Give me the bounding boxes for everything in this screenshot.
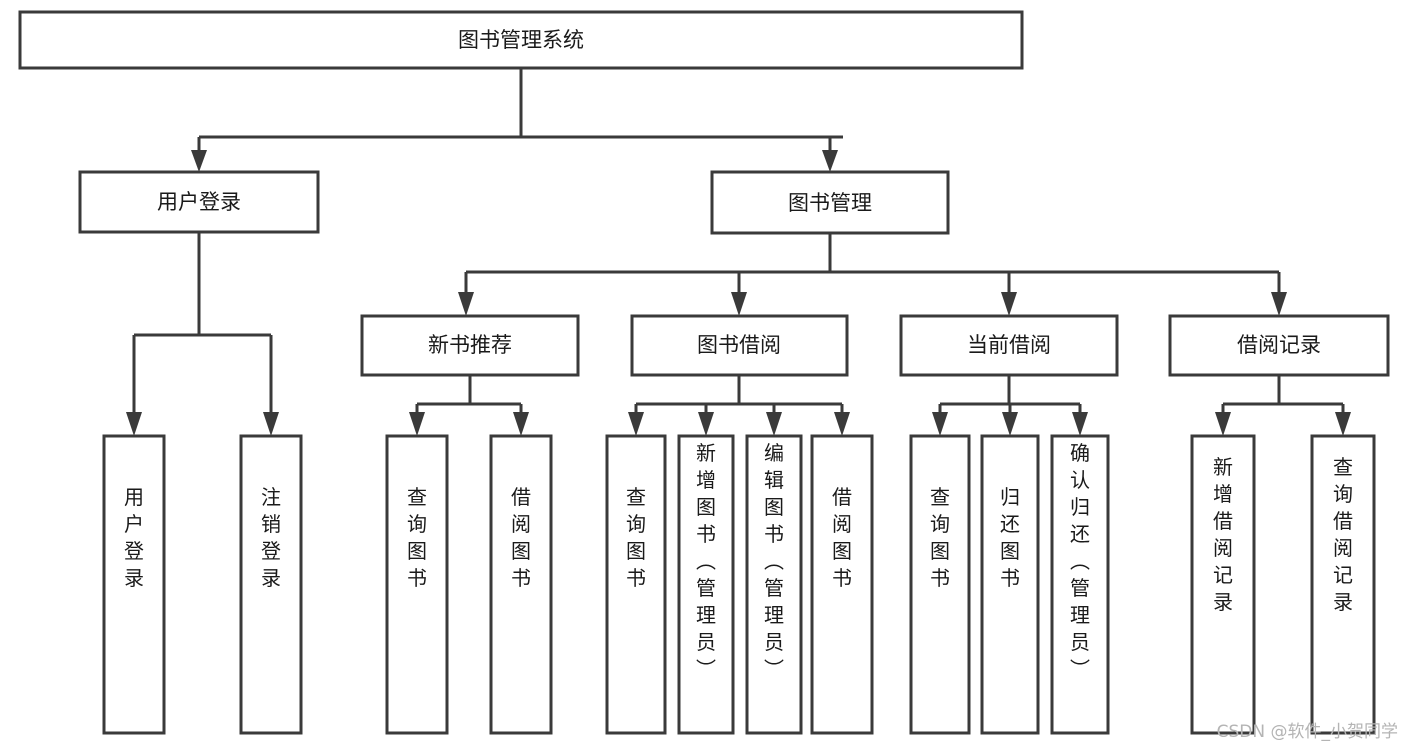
node-leaf-query-book-2-label: 查询图书 [626, 485, 646, 590]
node-leaf-edit-book-label: 编辑图书︵管理员︶ [764, 441, 784, 681]
node-leaf-add-book-label: 新增图书︵管理员︶ [696, 441, 716, 681]
arrowhead-leaf-add-record [1215, 412, 1231, 436]
arrowhead-leaf-borrow-book-2 [834, 412, 850, 436]
arrowhead-leaf-confirm-return [1072, 412, 1088, 436]
node-leaf-user-logout-label: 注销登录 [261, 485, 281, 590]
node-new-book-recommend-label: 新书推荐 [428, 333, 512, 357]
node-new-book-recommend-box[interactable] [360, 314, 580, 377]
node-leaf-user-login-box[interactable] [102, 434, 166, 735]
connector-group-new-book-recommend [409, 375, 529, 436]
arrowhead-leaf-user-login [126, 412, 142, 436]
arrowhead-leaf-borrow-book-1 [513, 412, 529, 436]
node-leaf-confirm-return-label: 确认归还︵管理员︶ [1070, 441, 1090, 681]
node-root[interactable]: 图书管理系统 [18, 10, 1024, 70]
arrowhead-new-book-recommend [458, 292, 474, 316]
node-leaf-return-book-label: 归还图书 [1000, 485, 1020, 590]
node-current-borrow-box[interactable] [899, 314, 1119, 377]
node-leaf-edit-book[interactable]: 编辑图书︵管理员︶ [745, 434, 803, 735]
node-borrow-record-label: 借阅记录 [1237, 333, 1321, 357]
node-leaf-query-book-1[interactable]: 查询图书 [385, 434, 449, 735]
node-leaf-user-login[interactable]: 用户登录 [102, 434, 166, 735]
connector-group-book-borrow [628, 375, 850, 436]
node-book-manage-label: 图书管理 [788, 191, 872, 215]
node-leaf-query-book-2[interactable]: 查询图书 [605, 434, 667, 735]
node-root-box[interactable] [18, 10, 1024, 70]
node-leaf-confirm-return[interactable]: 确认归还︵管理员︶ [1050, 434, 1110, 735]
arrowhead-user-login [191, 150, 207, 172]
node-leaf-add-record-box[interactable] [1190, 434, 1256, 735]
csdn-watermark: CSDN @软件_小贺同学 [1217, 722, 1398, 742]
node-leaf-query-record-box[interactable] [1310, 434, 1376, 735]
node-book-borrow-box[interactable] [630, 314, 849, 377]
node-leaf-add-book[interactable]: 新增图书︵管理员︶ [677, 434, 735, 735]
node-leaf-borrow-book-1-box[interactable] [489, 434, 553, 735]
node-leaf-borrow-book-1[interactable]: 借阅图书 [489, 434, 553, 735]
node-leaf-borrow-book-2[interactable]: 借阅图书 [810, 434, 874, 735]
node-user-login[interactable]: 用户登录 [78, 170, 320, 234]
node-leaf-query-record-label: 查询借阅记录 [1333, 455, 1353, 614]
arrowhead-leaf-query-book-1 [409, 412, 425, 436]
node-book-borrow-label: 图书借阅 [697, 333, 781, 357]
node-leaf-edit-book-box[interactable] [745, 434, 803, 735]
node-leaf-user-logout[interactable]: 注销登录 [239, 434, 303, 735]
node-leaf-query-book-3[interactable]: 查询图书 [909, 434, 971, 735]
arrowhead-leaf-query-record [1335, 412, 1351, 436]
connector-group-book-manage [458, 233, 1287, 316]
node-leaf-add-book-box[interactable] [677, 434, 735, 735]
node-leaf-return-book[interactable]: 归还图书 [980, 434, 1040, 735]
arrowhead-book-manage [822, 150, 838, 172]
connector-group-user-login [126, 232, 279, 436]
node-user-login-label: 用户登录 [157, 190, 241, 214]
node-leaf-borrow-book-1-label: 借阅图书 [511, 485, 531, 590]
node-current-borrow-label: 当前借阅 [967, 333, 1051, 357]
node-leaf-add-record[interactable]: 新增借阅记录 [1190, 434, 1256, 735]
connector-group-current-borrow [932, 375, 1088, 436]
node-new-book-recommend[interactable]: 新书推荐 [360, 314, 580, 377]
node-leaf-add-record-label: 新增借阅记录 [1213, 455, 1233, 614]
arrowhead-current-borrow [1001, 292, 1017, 316]
node-leaf-query-book-3-box[interactable] [909, 434, 971, 735]
node-leaf-return-book-box[interactable] [980, 434, 1040, 735]
node-leaf-query-book-1-label: 查询图书 [407, 485, 427, 590]
node-book-borrow[interactable]: 图书借阅 [630, 314, 849, 377]
connector-group-borrow-record [1215, 375, 1351, 436]
node-leaf-query-book-1-box[interactable] [385, 434, 449, 735]
node-borrow-record-box[interactable] [1168, 314, 1390, 377]
node-leaf-query-book-3-label: 查询图书 [930, 485, 950, 590]
node-leaf-borrow-book-2-label: 借阅图书 [832, 485, 852, 590]
node-leaf-query-record[interactable]: 查询借阅记录 [1310, 434, 1376, 735]
arrowhead-leaf-add-book [698, 412, 714, 436]
node-current-borrow[interactable]: 当前借阅 [899, 314, 1119, 377]
node-book-manage[interactable]: 图书管理 [710, 170, 950, 235]
node-root-label: 图书管理系统 [458, 28, 584, 52]
node-leaf-query-book-2-box[interactable] [605, 434, 667, 735]
connector-group-root [191, 68, 843, 172]
arrowhead-leaf-user-logout [263, 412, 279, 436]
node-leaf-borrow-book-2-box[interactable] [810, 434, 874, 735]
node-leaf-user-login-label: 用户登录 [124, 485, 144, 590]
node-borrow-record[interactable]: 借阅记录 [1168, 314, 1390, 377]
node-book-manage-box[interactable] [710, 170, 950, 235]
node-leaf-confirm-return-box[interactable] [1050, 434, 1110, 735]
node-leaf-user-logout-box[interactable] [239, 434, 303, 735]
arrowhead-book-borrow [731, 292, 747, 316]
arrowhead-leaf-return-book [1002, 412, 1018, 436]
arrowhead-borrow-record [1271, 292, 1287, 316]
arrowhead-leaf-query-book-2 [628, 412, 644, 436]
node-user-login-box[interactable] [78, 170, 320, 234]
arrowhead-leaf-query-book-3 [932, 412, 948, 436]
arrowhead-leaf-edit-book [766, 412, 782, 436]
